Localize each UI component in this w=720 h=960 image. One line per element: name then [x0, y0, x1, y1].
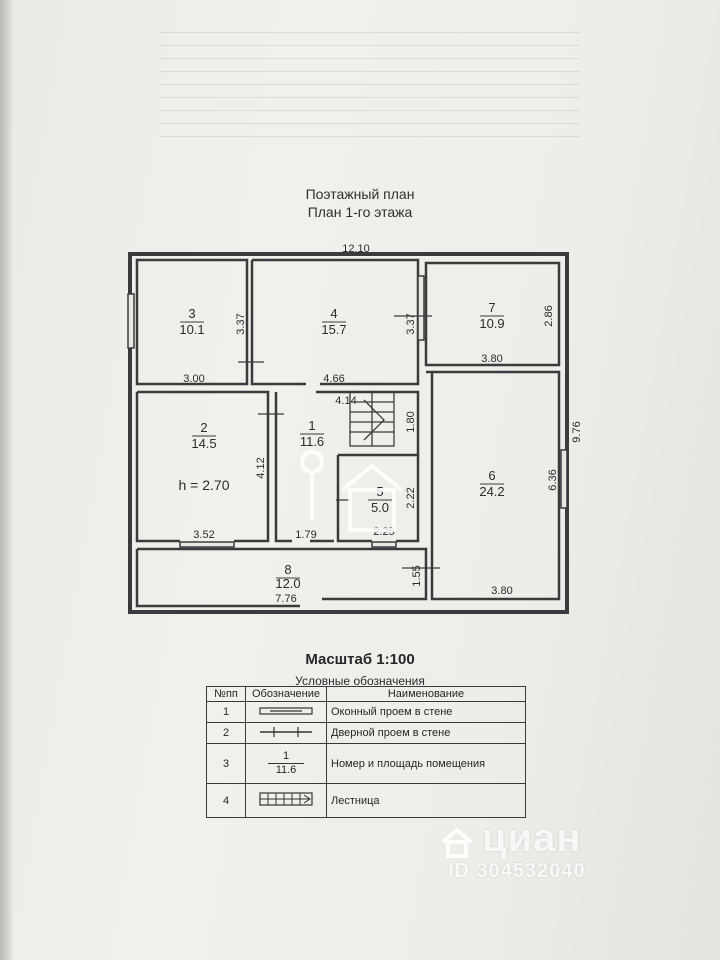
- dim-stair-width: 4.14: [335, 395, 356, 407]
- legend-row-num: 3: [206, 743, 246, 784]
- dim-room4-height: 3.37: [405, 313, 417, 334]
- staircase: [349, 391, 395, 447]
- show-through-text: [160, 20, 580, 140]
- dim-room6-width: 3.80: [491, 585, 512, 597]
- cian-watermark: циан ID 304532040: [440, 812, 710, 892]
- legend-row-num: 2: [206, 722, 246, 744]
- legend-sample-number: 1: [268, 750, 304, 764]
- room-4-area: 15.7: [321, 322, 346, 337]
- legend-header-num: №пп: [206, 686, 246, 702]
- legend-row-num: 4: [206, 783, 246, 818]
- room-2-area: 14.5: [191, 436, 216, 451]
- outer-wall: [128, 252, 569, 614]
- room-1-area: 11.6: [300, 434, 324, 449]
- room-6-number: 6: [488, 468, 495, 483]
- dim-room8-depth: 1.55: [411, 565, 423, 586]
- room-8-number: 8: [284, 562, 291, 577]
- legend-row-name: Оконный проем в стене: [326, 701, 526, 723]
- page-title: Поэтажный план: [305, 186, 415, 202]
- room-5-area: 5.0: [371, 500, 389, 515]
- dim-stair-depth: 1.80: [405, 411, 417, 432]
- room-7-number: 7: [488, 300, 495, 315]
- stair-symbol-icon: [245, 783, 327, 818]
- listing-id: ID 304532040: [448, 860, 586, 882]
- room-7-outline: [424, 261, 561, 367]
- dim-room8-width: 7.76: [275, 593, 296, 605]
- dim-room4-width: 4.66: [323, 373, 344, 385]
- cian-logo-icon: [441, 827, 473, 858]
- window-mark: [179, 541, 235, 548]
- dim-room6-height: 6.36: [547, 469, 559, 490]
- legend-row-name: Дверной проем в стене: [326, 722, 526, 744]
- legend-header-name: Наименование: [326, 686, 526, 702]
- dim-overall-width: 12.10: [342, 243, 370, 255]
- legend-sample-area: 11.6: [275, 764, 297, 776]
- cian-brand-text: циан: [482, 816, 582, 860]
- ceiling-height: h = 2.70: [179, 477, 230, 493]
- floor-plan: 3 10.1 4 15.7 7 10.9 2 14.5 1 11.6 5 5.0…: [127, 243, 583, 614]
- scale-label: Масштаб 1:100: [305, 651, 415, 668]
- room-5-outline: [336, 453, 420, 543]
- room-6-area: 24.2: [479, 484, 504, 499]
- room-6-outline: [426, 370, 561, 601]
- dim-room2-height: 4.12: [255, 457, 267, 478]
- legend-row-num: 1: [206, 701, 246, 723]
- dim-room2-width: 3.52: [193, 529, 214, 541]
- legend-header-symbol: Обозначение: [245, 686, 327, 702]
- window-mark: [417, 275, 425, 341]
- window-symbol-icon: [245, 701, 327, 723]
- legend-row: 3 1 11.6 Номер и площадь помещения: [206, 743, 526, 784]
- window-mark: [371, 541, 397, 548]
- room-1-number: 1: [308, 418, 315, 433]
- legend-title: Условные обозначения: [295, 674, 425, 688]
- room-label-symbol-icon: 1 11.6: [245, 743, 327, 784]
- page-subtitle: План 1-го этажа: [307, 204, 413, 220]
- dim-room7-height: 2.86: [543, 305, 555, 326]
- hall-outline: [274, 390, 358, 543]
- legend-header-row: №пп Обозначение Наименование: [206, 686, 526, 702]
- room-8-area: 12.0: [275, 576, 300, 591]
- window-mark: [127, 293, 135, 349]
- page-edge-shadow: [0, 0, 14, 960]
- room-4-number: 4: [330, 306, 337, 321]
- room-2-number: 2: [200, 420, 207, 435]
- room-3-outline: [135, 258, 249, 386]
- dim-overall-depth: 9.76: [571, 421, 583, 442]
- dim-room7-width: 3.80: [481, 353, 502, 365]
- dim-hall-width: 1.79: [295, 529, 316, 541]
- room-8-outline: [135, 547, 428, 608]
- dim-room5-height: 2.22: [405, 487, 417, 508]
- legend-row-name: Лестница: [326, 783, 526, 818]
- window-mark: [560, 449, 568, 509]
- dim-room3-width: 3.00: [183, 373, 204, 385]
- room-3-number: 3: [188, 306, 195, 321]
- room-2-outline: [135, 390, 270, 543]
- house-watermark-icon: [300, 450, 404, 532]
- legend-row: 4 Лестница: [206, 783, 526, 818]
- door-symbol-icon: [245, 722, 327, 744]
- legend-table: №пп Обозначение Наименование 1 Оконный п…: [206, 686, 526, 818]
- dim-room3-height: 3.37: [235, 313, 247, 334]
- room-7-area: 10.9: [479, 316, 504, 331]
- room-3-area: 10.1: [179, 322, 204, 337]
- legend-row-name: Номер и площадь помещения: [326, 743, 526, 784]
- legend-row: 2 Дверной проем в стене: [206, 722, 526, 744]
- legend-row: 1 Оконный проем в стене: [206, 701, 526, 723]
